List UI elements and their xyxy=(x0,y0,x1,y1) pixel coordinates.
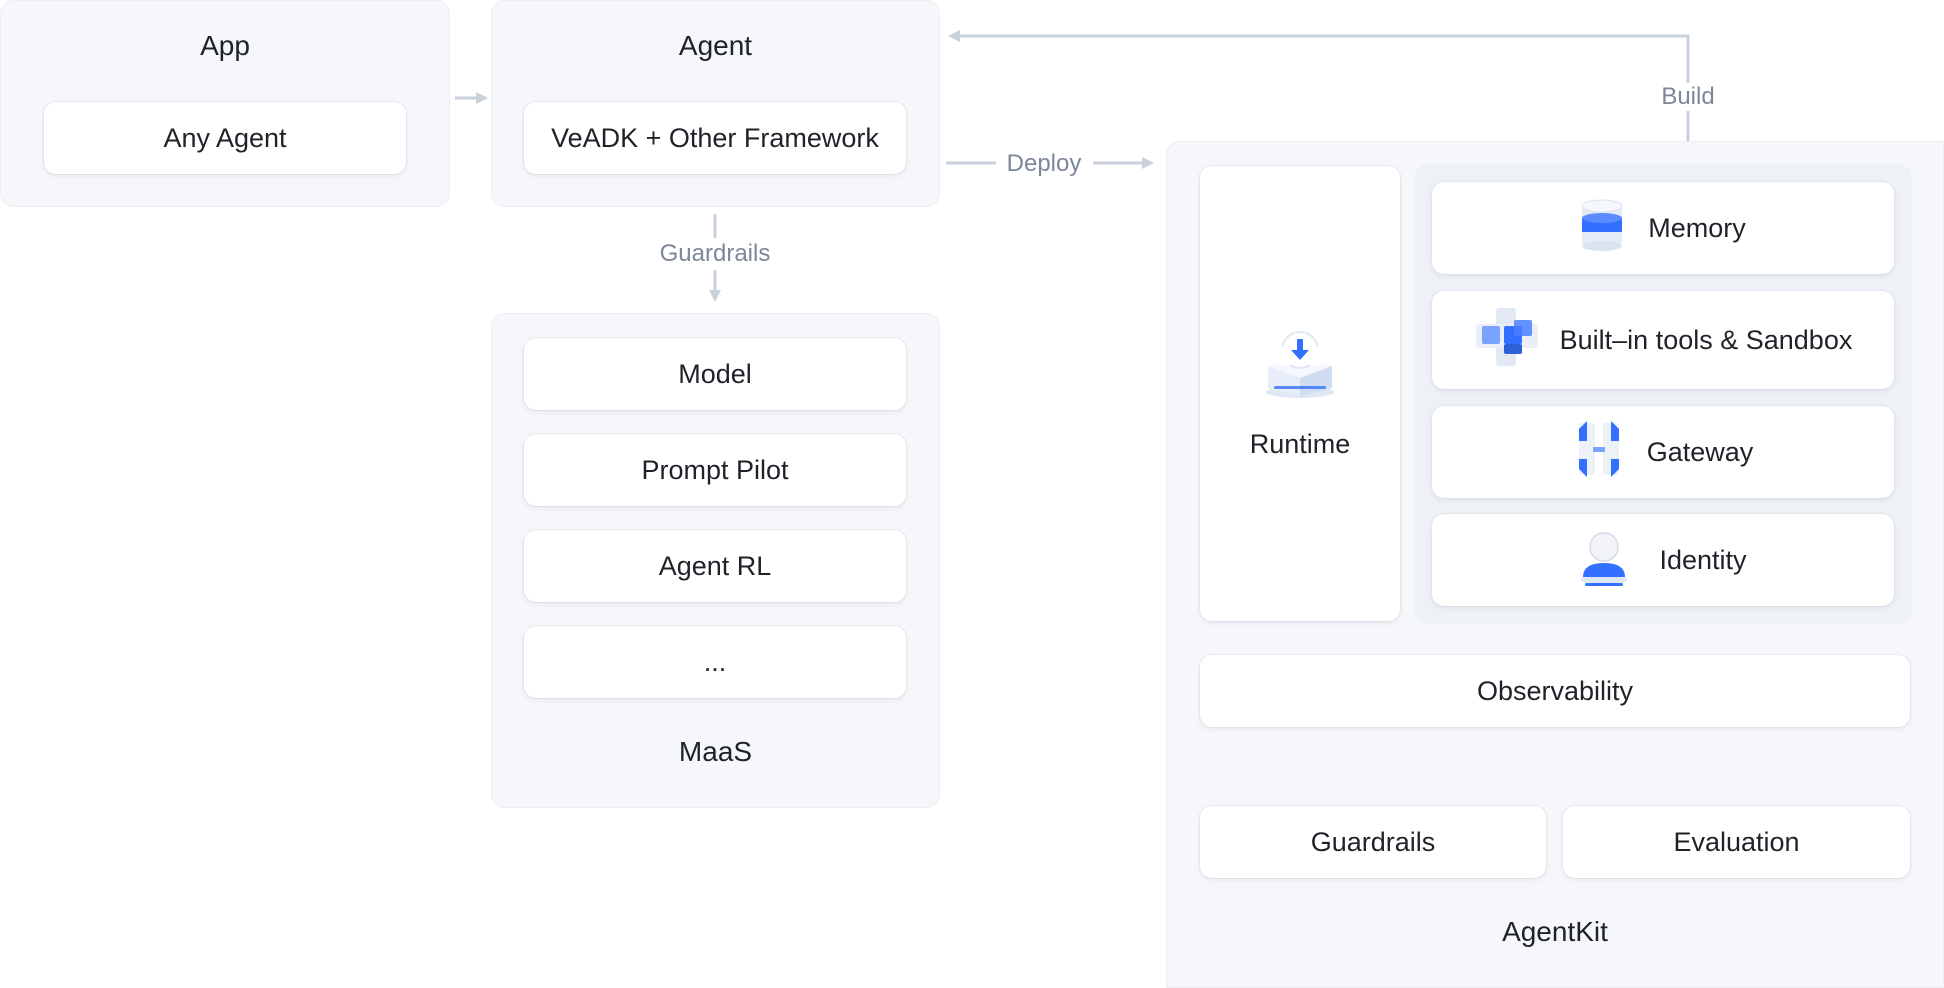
evaluation-card[interactable]: Evaluation xyxy=(1563,806,1910,878)
agentkit-title: AgentKit xyxy=(1502,916,1608,947)
build-arrow xyxy=(948,30,1690,164)
maas-item-prompt-pilot[interactable]: Prompt Pilot xyxy=(524,434,906,506)
builtin-tools-label: Built–in tools & Sandbox xyxy=(1559,324,1853,355)
runtime-card[interactable]: Runtime xyxy=(1200,166,1400,621)
memory-label: Memory xyxy=(1648,212,1746,243)
observability-card[interactable]: Observability xyxy=(1200,655,1910,727)
build-edge-label: Build xyxy=(1650,83,1726,111)
user-identity-icon xyxy=(1579,527,1629,594)
guardrails-edge-label: Guardrails xyxy=(650,240,780,268)
identity-label: Identity xyxy=(1659,544,1747,575)
guardrails-card[interactable]: Guardrails xyxy=(1200,806,1546,878)
gateway-label: Gateway xyxy=(1646,436,1754,467)
database-icon xyxy=(1580,198,1624,259)
maas-item-more[interactable]: ... xyxy=(524,626,906,698)
builtin-tools-card[interactable]: Built–in tools & Sandbox xyxy=(1432,291,1894,389)
maas-item-model[interactable]: Model xyxy=(524,338,906,410)
agent-title: Agent xyxy=(678,30,753,61)
maas-title: MaaS xyxy=(678,736,753,767)
gateway-arrows-icon xyxy=(1573,419,1625,486)
identity-card[interactable]: Identity xyxy=(1432,514,1894,606)
cube-blocks-icon xyxy=(1474,306,1540,375)
cloud-download-box-icon xyxy=(1260,328,1340,407)
veadk-framework-card[interactable]: VeADK + Other Framework xyxy=(524,102,906,174)
runtime-label: Runtime xyxy=(1249,428,1351,459)
app-title: App xyxy=(200,30,250,61)
gateway-card[interactable]: Gateway xyxy=(1432,406,1894,498)
memory-card[interactable]: Memory xyxy=(1432,182,1894,274)
deploy-edge-label: Deploy xyxy=(998,150,1090,178)
any-agent-card[interactable]: Any Agent xyxy=(44,102,406,174)
maas-item-agent-rl[interactable]: Agent RL xyxy=(524,530,906,602)
